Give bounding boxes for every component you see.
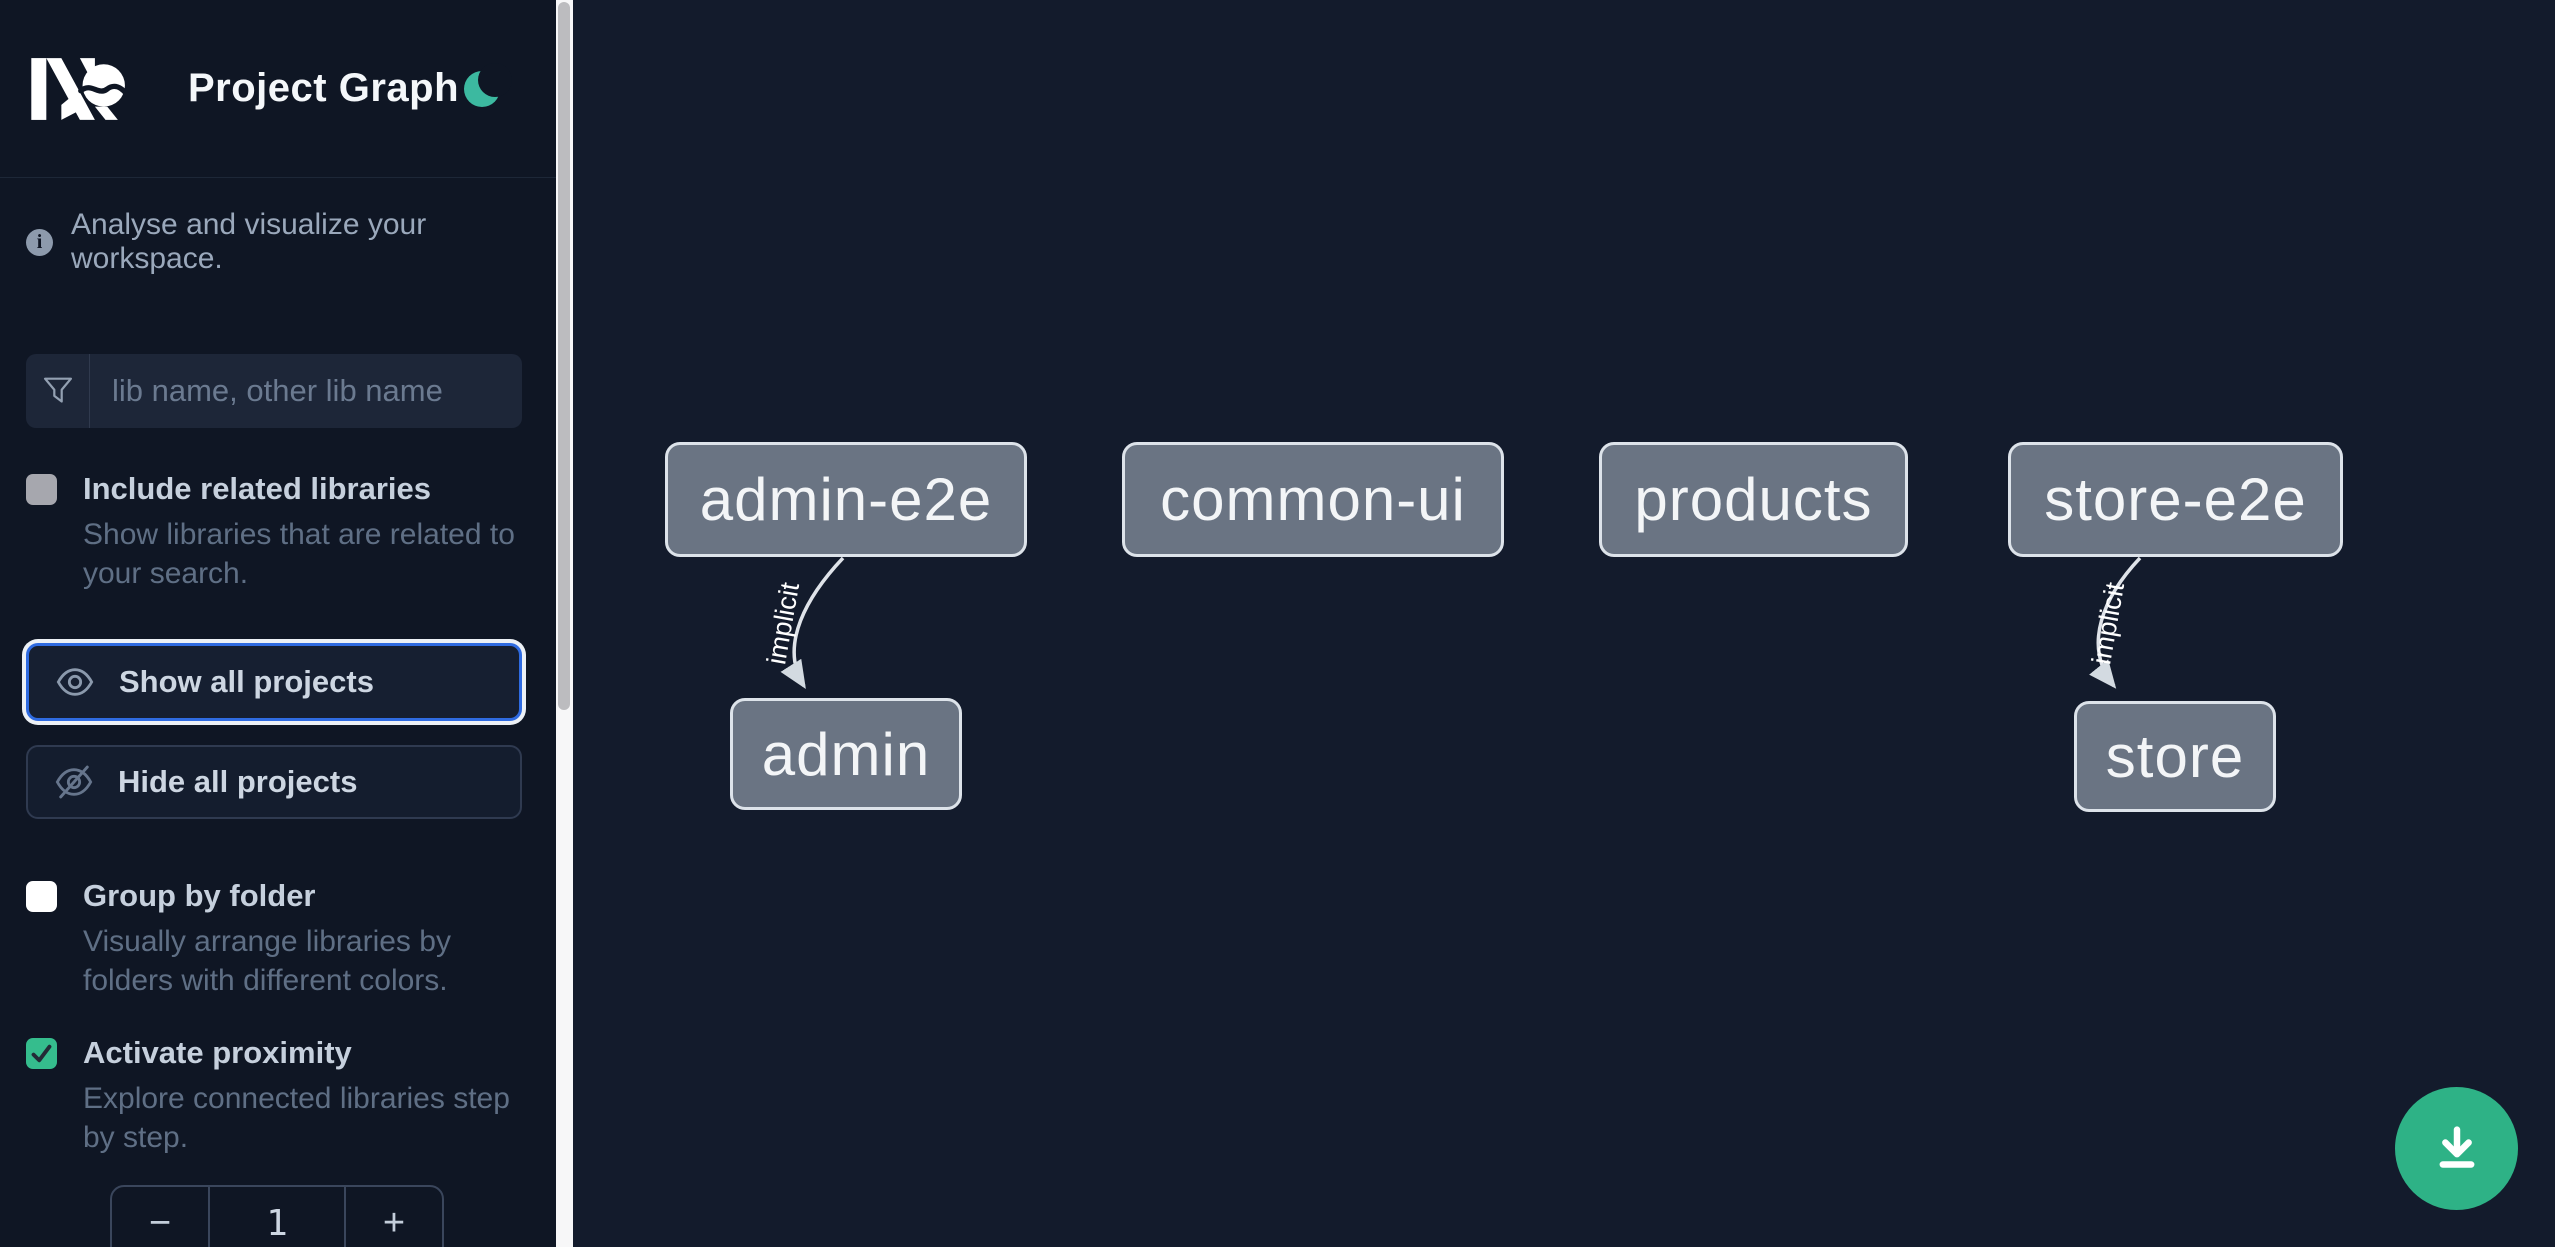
tagline-row: i Analyse and visualize your workspace. xyxy=(26,208,522,276)
activate-proximity-description: Explore connected libraries step by step… xyxy=(83,1082,510,1154)
download-icon xyxy=(2439,1125,2474,1168)
sidebar-header: Project Graph xyxy=(0,0,556,178)
search-input[interactable] xyxy=(90,354,522,428)
node-admin[interactable]: admin xyxy=(730,698,962,810)
show-all-projects-button[interactable]: Show all projects xyxy=(26,643,522,721)
page-title: Project Graph xyxy=(188,66,460,110)
include-related-description: Show libraries that are related to your … xyxy=(83,518,515,590)
decrement-button[interactable]: − xyxy=(112,1187,208,1247)
search-box xyxy=(26,354,522,428)
graph-canvas[interactable]: implicit implicit admin-e2e common-ui pr… xyxy=(573,0,2555,1247)
download-image-button[interactable] xyxy=(2395,1087,2518,1210)
activate-proximity-label: Activate proximity xyxy=(83,1035,352,1070)
tagline-text: Analyse and visualize your workspace. xyxy=(71,208,427,275)
show-all-projects-label: Show all projects xyxy=(119,664,374,699)
filter-icon xyxy=(26,354,90,428)
group-by-folder-label: Group by folder xyxy=(83,878,316,913)
activate-proximity-checkbox[interactable] xyxy=(26,1038,57,1069)
include-related-checkbox[interactable] xyxy=(26,474,57,505)
increment-button[interactable]: + xyxy=(346,1187,442,1247)
eye-icon xyxy=(56,668,94,696)
graph-edges: implicit implicit xyxy=(761,556,2142,689)
sidebar-scrollbar[interactable] xyxy=(556,0,573,1247)
node-store[interactable]: store xyxy=(2074,701,2276,812)
proximity-depth-stepper: − 1 + xyxy=(110,1185,444,1247)
include-related-option[interactable]: Include related libraries Show libraries… xyxy=(26,472,522,593)
info-icon: i xyxy=(26,228,53,256)
group-by-folder-checkbox[interactable] xyxy=(26,881,57,912)
node-common-ui[interactable]: common-ui xyxy=(1122,442,1504,557)
eye-off-icon xyxy=(55,765,93,799)
hide-all-projects-button[interactable]: Hide all projects xyxy=(26,745,522,819)
group-by-folder-option[interactable]: Group by folder Visually arrange librari… xyxy=(26,879,522,1000)
activate-proximity-option[interactable]: Activate proximity Explore connected lib… xyxy=(26,1036,522,1157)
node-admin-e2e[interactable]: admin-e2e xyxy=(665,442,1027,557)
proximity-depth-value: 1 xyxy=(208,1187,346,1247)
node-products[interactable]: products xyxy=(1599,442,1908,557)
sidebar-content: i Analyse and visualize your workspace. … xyxy=(0,208,556,1247)
sidebar-scrollbar-thumb[interactable] xyxy=(558,2,570,710)
hide-all-projects-label: Hide all projects xyxy=(118,764,358,799)
moon-icon-bite xyxy=(478,62,512,97)
edge-label-implicit: implicit xyxy=(2086,580,2130,667)
group-by-folder-description: Visually arrange libraries by folders wi… xyxy=(83,925,451,997)
theme-toggle-button[interactable] xyxy=(460,62,512,111)
nx-logo xyxy=(31,57,130,120)
edge-store-e2e-store xyxy=(2089,556,2142,689)
include-related-label: Include related libraries xyxy=(83,471,432,506)
edge-admin-e2e-admin xyxy=(780,556,845,689)
node-store-e2e[interactable]: store-e2e xyxy=(2008,442,2343,557)
check-icon xyxy=(31,1044,52,1063)
sidebar: Project Graph i Analyse and visualize yo… xyxy=(0,0,556,1247)
